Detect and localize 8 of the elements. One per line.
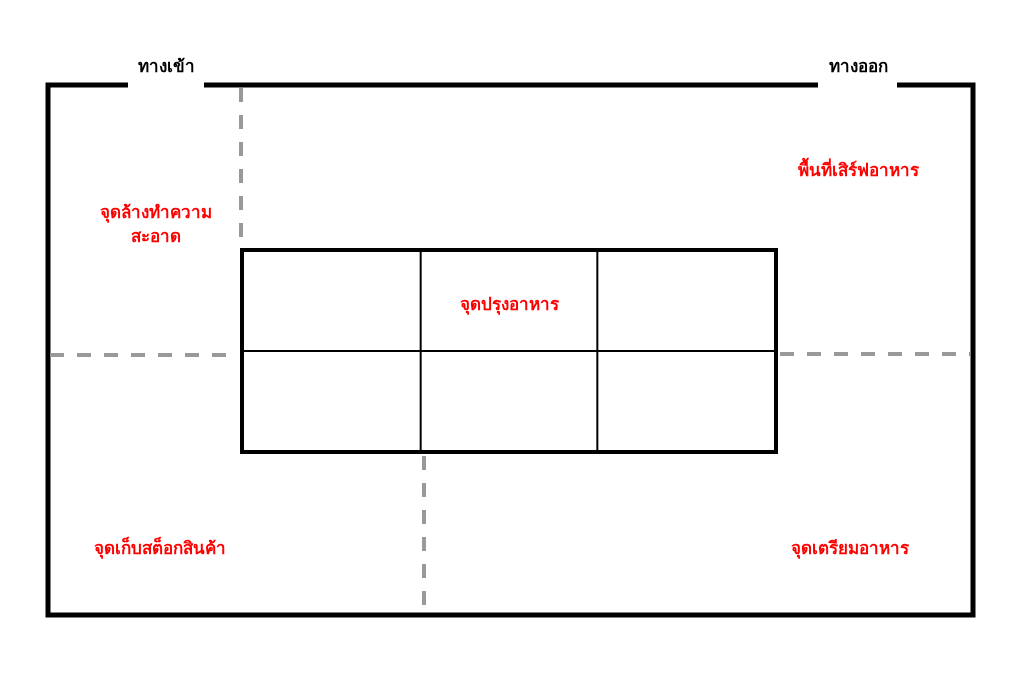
cooking-counter [240, 248, 778, 454]
area-label: จุดเตรียมอาหาร [791, 537, 909, 560]
area-label: จุดล้างทำความสะอาด [99, 201, 213, 248]
area-label: จุดปรุงอาหาร [458, 293, 560, 316]
exit-label: ทางออก [828, 55, 888, 78]
area-label: จุดเก็บสต็อกสินค้า [94, 536, 226, 560]
area-label: พื้นที่เสิร์ฟอาหาร [797, 158, 919, 182]
entrance-label: ทางเข้า [137, 55, 195, 78]
